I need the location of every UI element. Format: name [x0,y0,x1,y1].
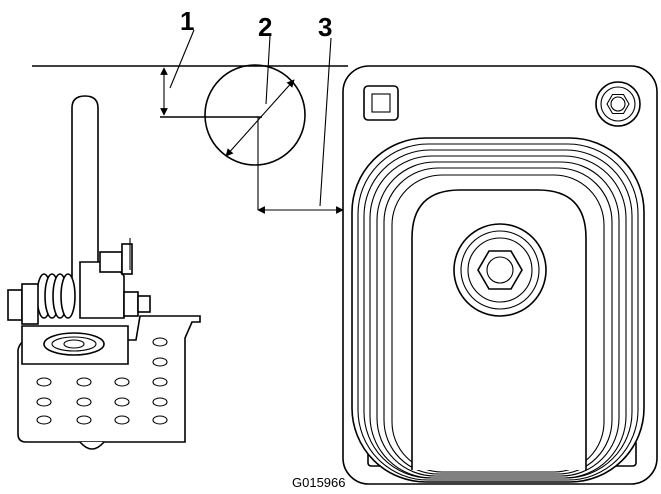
lever-assembly [7,95,201,450]
callout-1: 1 [180,6,194,36]
bracket-holes [36,337,168,425]
circle-outline [204,64,306,210]
boot-plate [342,65,658,485]
leader-line-2 [265,35,271,105]
leader-line-1 [169,29,195,89]
figure-id: G015966 [292,475,346,490]
callout-2: 2 [258,12,272,42]
leader-line-3 [319,37,332,207]
callout-3: 3 [318,12,332,42]
